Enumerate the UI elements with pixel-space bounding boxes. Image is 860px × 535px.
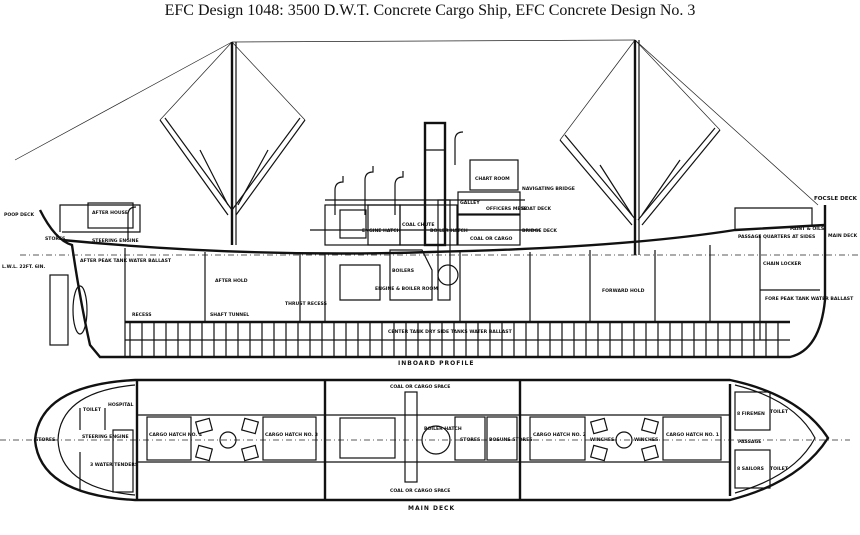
label-boiler-hatch: BOILER HATCH — [430, 228, 468, 234]
label-forward-hold: FORWARD HOLD — [602, 288, 645, 294]
label-navigating-bridge: NAVIGATING BRIDGE — [522, 186, 575, 192]
label-after-house: AFTER HOUSE — [92, 210, 128, 216]
label-chain-locker: CHAIN LOCKER — [763, 261, 802, 267]
rigging — [14, 39, 819, 206]
label-center-ballast: CENTER TANK DRY SIDE TANKS WATER BALLAST — [388, 329, 513, 335]
label-main-deck: MAIN DECK — [828, 233, 858, 239]
funnel — [423, 121, 451, 301]
inboard-profile: POOP DECK STORES AFTER HOUSE STEERING EN… — [2, 39, 860, 367]
plan-label-stores: STORES — [35, 437, 55, 443]
label-boilers: BOILERS — [392, 268, 414, 274]
label-stores: STORES — [45, 236, 65, 242]
plan-hull-outline — [33, 378, 830, 502]
label-fore-peak: FORE PEAK TANK WATER BALLAST — [765, 296, 854, 302]
plan-label-winches-b: WINCHES — [634, 437, 658, 443]
label-engine-hatch: ENGINE HATCH — [362, 228, 401, 234]
propeller — [72, 285, 88, 335]
midship-house — [310, 159, 540, 301]
label-shaft-tunnel: SHAFT TUNNEL — [210, 312, 249, 318]
main-deck-plan: STORES TOILET HOSPITAL STEERING ENGINE 3… — [0, 378, 850, 512]
after-mast — [159, 42, 306, 245]
label-coal-chute: COAL CHUTE — [402, 222, 434, 228]
plan-label-stores-mid: STORES — [460, 437, 480, 443]
hatches — [79, 391, 771, 493]
label-galley: GALLEY — [460, 200, 480, 206]
label-engine-boiler-room: ENGINE & BOILER ROOM — [375, 286, 438, 292]
plan-label-hatch-1: CARGO HATCH NO. 1 — [666, 432, 719, 438]
label-poop-deck: POOP DECK — [4, 212, 34, 218]
plan-label-hatch-3: CARGO HATCH NO. 3 — [265, 432, 318, 438]
label-forecastle-deck: FOCSLE DECK — [814, 196, 858, 202]
plan-label-water-tenders: 3 WATER TENDERS — [90, 462, 138, 468]
plan-label-toilet-fwd-b: TOILET — [770, 466, 789, 472]
label-recess: RECESS — [132, 312, 152, 318]
rudder — [49, 274, 69, 346]
profile-labels: POOP DECK STORES AFTER HOUSE STEERING EN… — [2, 176, 858, 335]
label-coal-or-cargo: COAL OR CARGO — [470, 236, 513, 242]
plan-label-hatch-4: CARGO HATCH NO. 4 — [149, 432, 202, 438]
label-paint-oils: PAINT & OILS — [790, 226, 824, 232]
plan-label-firemen: 8 FIREMEN — [737, 411, 765, 417]
plan-labels: STORES TOILET HOSPITAL STEERING ENGINE 3… — [35, 384, 789, 494]
label-bridge-deck: BRIDGE DECK — [522, 228, 557, 234]
plan-label-steering-engine: STEERING ENGINE — [82, 434, 129, 440]
hull — [38, 202, 827, 359]
plan-label-passage: PASSAGE — [738, 439, 761, 445]
profile-caption: INBOARD PROFILE — [398, 360, 474, 367]
plan-label-coal-top: COAL OR CARGO SPACE — [390, 384, 450, 390]
bulkheads — [124, 235, 820, 357]
plan-label-winches-a: WINCHES — [590, 437, 614, 443]
plan-label-hatch-2: CARGO HATCH NO. 2 — [533, 432, 586, 438]
label-boat-deck: BOAT DECK — [522, 206, 552, 212]
plan-label-coal-bottom: COAL OR CARGO SPACE — [390, 488, 450, 494]
plan-label-bosuns-stores: BOSUNS STORES — [489, 437, 533, 443]
double-bottom-cells — [129, 322, 779, 357]
plan-caption: MAIN DECK — [408, 505, 455, 512]
plan-label-toilet-fwd-a: TOILET — [770, 409, 789, 415]
page-title: EFC Design 1048: 3500 D.W.T. Concrete Ca… — [164, 2, 696, 19]
label-after-peak: AFTER PEAK TANK WATER BALLAST — [80, 258, 172, 264]
plan-label-sailors: 8 SAILORS — [737, 466, 764, 472]
label-lwl: L.W.L. 22FT. 6IN. — [2, 264, 45, 270]
label-officers-mess: OFFICERS MESS — [486, 206, 527, 212]
plan-label-hospital: HOSPITAL — [108, 402, 133, 408]
label-thrust-recess: THRUST RECESS — [285, 301, 327, 307]
label-steering-engine: STEERING ENGINE — [92, 238, 139, 244]
label-passage-quarters: PASSAGE QUARTERS AT SIDES — [738, 234, 815, 240]
label-after-hold: AFTER HOLD — [215, 278, 248, 284]
plan-label-toilet: TOILET — [83, 407, 102, 413]
plan-label-boiler-hatch: BOILER HATCH — [424, 426, 462, 432]
forward-mast — [559, 40, 721, 255]
label-chart-room: CHART ROOM — [475, 176, 510, 182]
ventilators — [127, 131, 464, 240]
